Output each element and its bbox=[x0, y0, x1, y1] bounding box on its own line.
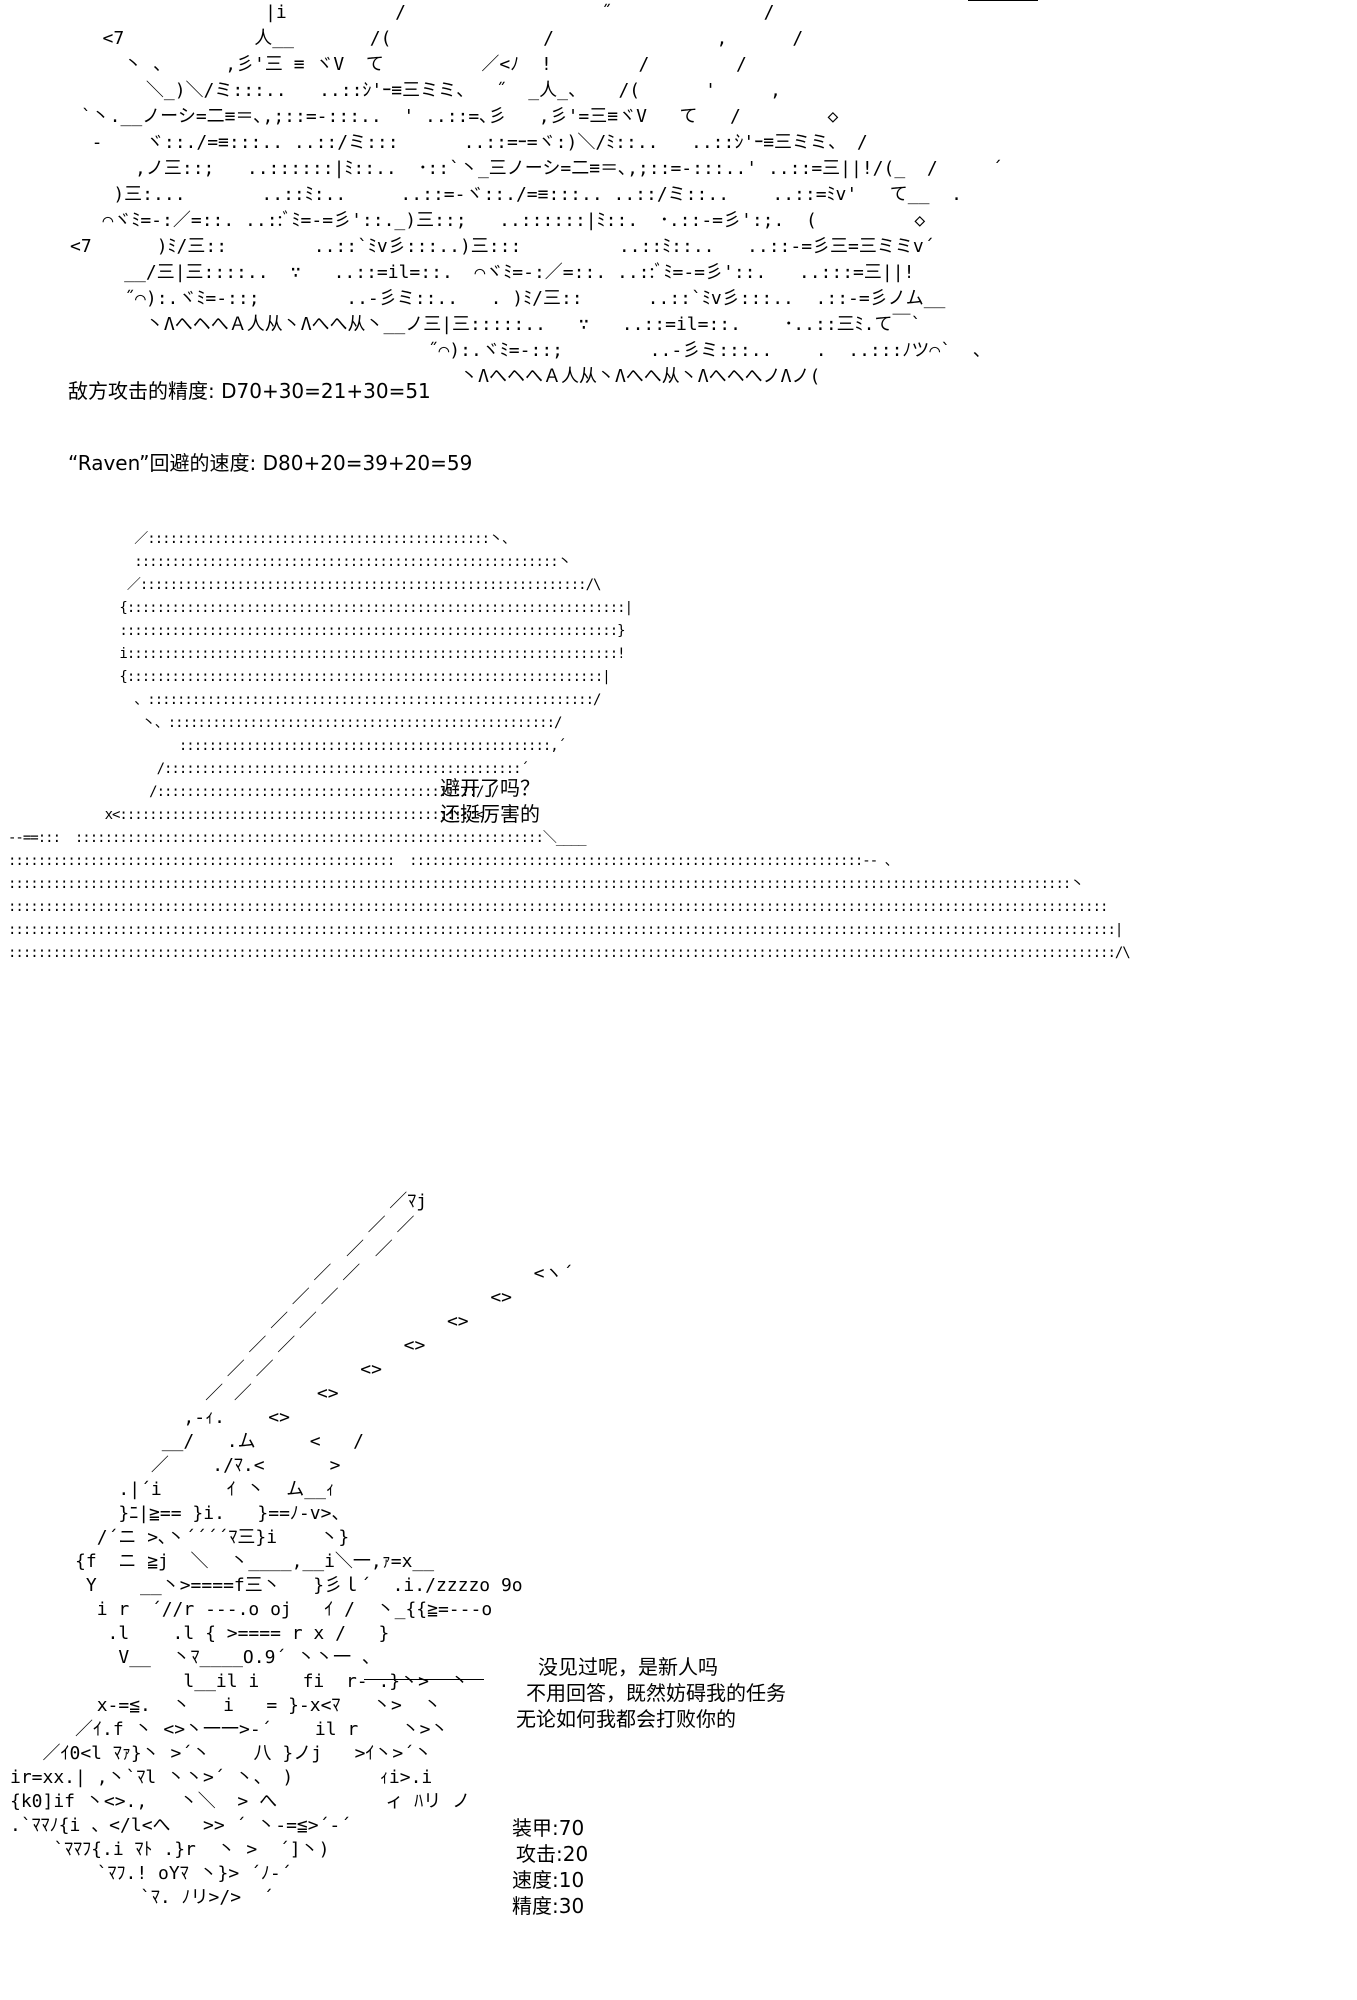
raven-dialogue-line-2: 不用回答，既然妨碍我的任务 bbox=[526, 1681, 786, 1705]
art-underline bbox=[364, 1679, 484, 1680]
enemy-dialogue-line-2: 还挺厉害的 bbox=[440, 802, 540, 826]
raven-mech-ascii-art: ／ﾏj ／ ／ ／ ／ ／ ／ <ヽ´ ／ ／ <> ／ ／ bbox=[10, 1191, 574, 1908]
enemy-accuracy-roll: 敌方攻击的精度: D70+30=21+30=51 bbox=[68, 379, 431, 403]
enemy-figure-ascii-art: ／:::::::::::::::::::::::::::::::::::::::… bbox=[8, 531, 1131, 961]
top-divider-line bbox=[968, 0, 1038, 1]
stat-accuracy: 精度:30 bbox=[512, 1894, 585, 1918]
stat-attack: 攻击:20 bbox=[516, 1842, 589, 1866]
stat-speed: 速度:10 bbox=[512, 1868, 585, 1892]
enemy-dialogue-line-1: 避开了吗？ bbox=[440, 776, 540, 800]
raven-dialogue-line-3: 无论如何我都会打败你的 bbox=[516, 1707, 736, 1731]
raven-dialogue-line-1: 没见过呢，是新人吗 bbox=[538, 1655, 718, 1679]
stat-armor: 装甲:70 bbox=[512, 1816, 585, 1840]
explosion-ascii-art: |i / ˝ / <7 人__ /( / , / 丶 、 ,彡'三 ≡ ヾV て… bbox=[70, 2, 1003, 387]
raven-evasion-roll: “Raven”回避的速度: D80+20=39+20=59 bbox=[68, 451, 473, 475]
